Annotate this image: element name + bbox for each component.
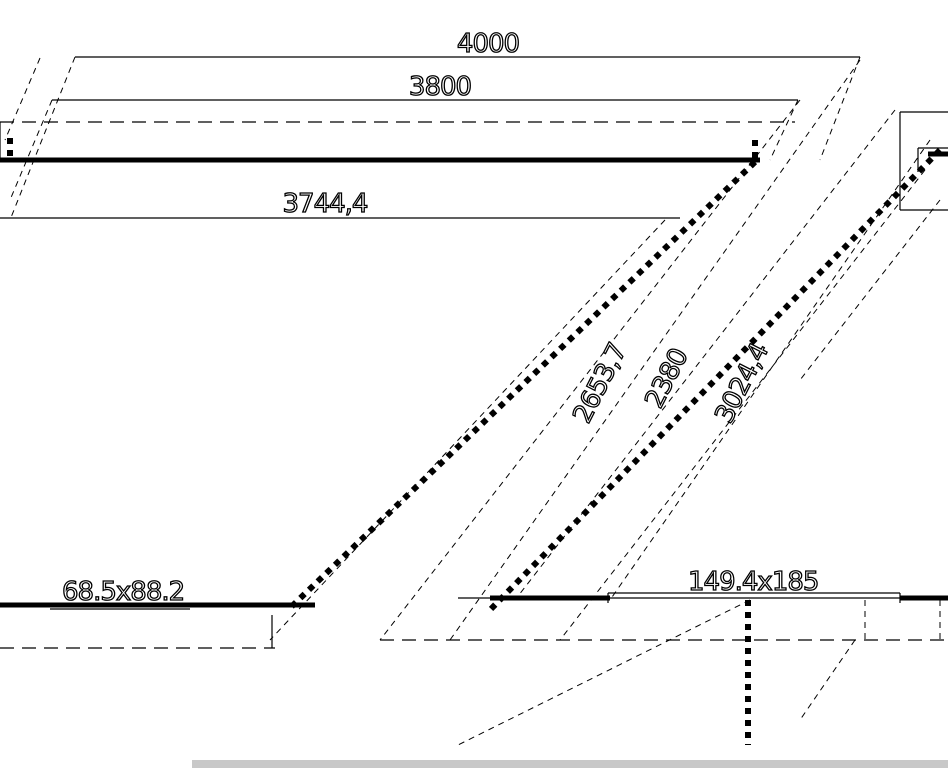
diagonal-extension — [514, 109, 896, 601]
dimension-label-top-lower: 3744,4 — [283, 189, 368, 219]
support-extension — [799, 639, 856, 721]
profile-label-left: 68.5x88.2 — [62, 577, 184, 607]
left-bottom-profile — [0, 602, 315, 649]
diagonal-rafter-left — [287, 159, 758, 611]
right-upper-box — [899, 111, 948, 211]
profile-label-right: 149.4x185 — [688, 567, 818, 597]
support-extension — [457, 599, 751, 746]
diagonal-extension — [379, 99, 801, 641]
right-bottom-profile — [380, 592, 948, 746]
extension-line — [4, 57, 41, 141]
dimension-label-diagonal-a: 2653,7 — [568, 339, 633, 428]
extension-line — [9, 99, 53, 201]
diagonal-extension — [799, 199, 941, 381]
diagonal-extension — [609, 139, 931, 601]
diagonal-rafter-right — [487, 147, 943, 613]
diagonal-extension — [559, 169, 926, 641]
top-beam — [0, 121, 795, 219]
bottom-ground-strip — [192, 760, 948, 768]
extension-line — [819, 56, 861, 161]
dimension-label-diagonal-b: 2380 — [640, 344, 695, 413]
dimension-label-top-outer: 4000 — [457, 29, 519, 59]
dimension-label-diagonal-c: 3024,4 — [710, 338, 776, 428]
diagonal-members — [269, 59, 943, 641]
top-dimension-group — [4, 56, 861, 221]
diagonal-extension — [449, 59, 861, 641]
diagonal-extension — [269, 219, 666, 641]
dimension-label-top-inner: 3800 — [409, 72, 471, 102]
extension-line — [769, 99, 799, 161]
extension-line — [9, 56, 76, 221]
